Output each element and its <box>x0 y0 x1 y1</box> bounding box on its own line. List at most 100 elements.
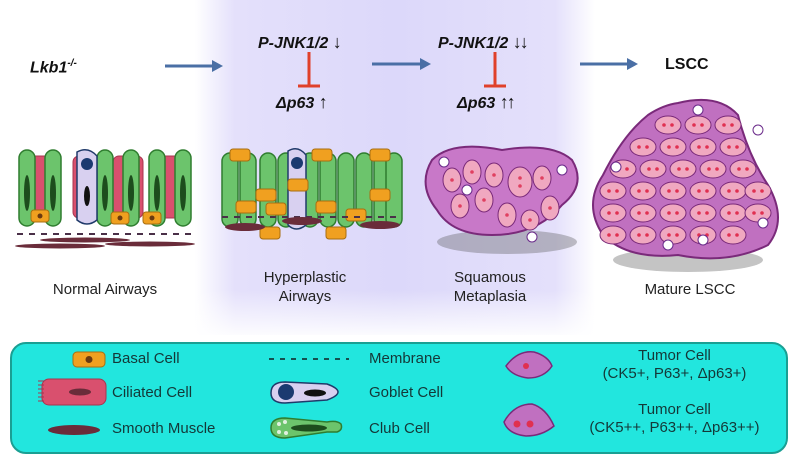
lkb1-text: Lkb1 <box>30 59 68 77</box>
stage-label-hyperplastic-airways: Hyperplastic Airways <box>263 269 347 305</box>
tumor-nucleus <box>645 189 649 193</box>
tumor-nucleus <box>670 123 674 127</box>
tumor-cell <box>629 203 657 223</box>
tumor-nucleus <box>647 167 651 171</box>
tumor-cell <box>719 225 747 245</box>
step1-pjnk: P-JNK1/2 ↓ <box>258 32 342 53</box>
tumor-cell <box>729 159 757 179</box>
tumor-cell <box>689 137 717 157</box>
step2-dp63: Δp63 ↑↑ <box>457 92 516 113</box>
stage-label-normal-airways: Normal Airways <box>52 281 158 298</box>
tumor-nucleus <box>705 211 709 215</box>
tumor-cell <box>629 181 657 201</box>
tumor-cells <box>599 115 772 245</box>
legend-label-club-cell: Club Cell <box>369 420 430 437</box>
immune-cells <box>438 156 568 243</box>
normal-airways-illustration <box>15 149 195 249</box>
legend-label-tumor-cell-single: Tumor Cell (CK5+, P63+, Δp63+) <box>602 347 747 382</box>
tumor-nucleus <box>615 189 619 193</box>
tumor-nucleus <box>707 167 711 171</box>
up-arrow-icon: ↑ <box>318 92 328 112</box>
legend-label-ciliated-cell: Ciliated Cell <box>112 384 193 401</box>
tumor-nucleus <box>722 123 726 127</box>
double-up-arrow-icon: ↑↑ <box>499 92 516 112</box>
tumor-cell <box>744 203 772 223</box>
tumor-nucleus <box>727 189 731 193</box>
tumor-cell <box>599 181 627 201</box>
down-arrow-icon: ↓ <box>332 32 342 52</box>
background-fade <box>195 290 595 340</box>
step1-dp63: Δp63 ↑ <box>276 92 328 113</box>
smooth-muscle-icon <box>48 425 100 435</box>
tumor-nucleus <box>615 233 619 237</box>
tumor-cell <box>714 115 742 135</box>
pathway-arrows <box>165 52 638 88</box>
basal-cell-icon <box>72 351 106 368</box>
legend-icons-col3 <box>503 351 555 437</box>
tumor-cell <box>629 225 657 245</box>
dp63-label: Δp63 <box>457 95 496 112</box>
shadow <box>437 230 577 254</box>
legend-icons-col1 <box>38 351 107 435</box>
tumor-nucleus <box>692 123 696 127</box>
tumor-nucleus <box>727 233 731 237</box>
hyperplastic-airways-illustration <box>221 148 403 240</box>
basal-cells <box>229 148 391 240</box>
tumor-nucleus <box>675 145 679 149</box>
tumor-nucleus <box>655 167 659 171</box>
tumor-cell <box>719 181 747 201</box>
tumor-cell-single-nucleus-icon <box>505 351 553 379</box>
arrow-2 <box>372 58 431 70</box>
tumor-nucleus <box>735 233 739 237</box>
arrow-3 <box>580 58 638 70</box>
tumor-cell <box>699 159 727 179</box>
legend: Basal Cell Ciliated Cell Smooth Muscle M… <box>10 342 788 454</box>
ciliated-cell-icon <box>38 378 107 406</box>
club-cell-icon <box>270 417 343 439</box>
tumor-nucleus <box>667 189 671 193</box>
goblet-nucleus <box>291 157 303 169</box>
smooth-muscle <box>225 217 400 231</box>
tumor-nucleus <box>737 167 741 171</box>
tumor-nucleus <box>730 123 734 127</box>
inhibition-1 <box>298 52 320 88</box>
tumor-nucleus <box>607 233 611 237</box>
tumor-nucleus <box>637 189 641 193</box>
tumor-cell <box>669 159 697 179</box>
tumor-nucleus <box>607 189 611 193</box>
tumor-nucleus <box>697 189 701 193</box>
tumor-nucleus <box>645 145 649 149</box>
tumor-nucleus <box>735 211 739 215</box>
inhibition-2 <box>484 52 506 88</box>
tumor-cells <box>442 159 560 231</box>
step2-pjnk: P-JNK1/2 ↓↓ <box>438 32 529 53</box>
squamous-metaplasia-illustration <box>424 145 579 254</box>
tumor-cell <box>719 137 747 157</box>
legend-label-tumor-cell-double: Tumor Cell (CK5++, P63++, Δp63++) <box>589 401 760 436</box>
smooth-muscle <box>15 237 195 249</box>
tumor-nucleus <box>715 167 719 171</box>
tumor-nucleus <box>667 211 671 215</box>
tumor-cell <box>599 203 627 223</box>
tumor-nucleus <box>760 189 764 193</box>
stage-label-mature-lscc: Mature LSCC <box>644 281 736 298</box>
tumor-cell <box>659 137 687 157</box>
arrow-1 <box>165 60 223 72</box>
tumor-nucleus <box>667 233 671 237</box>
tumor-cell <box>599 225 627 245</box>
goblet-cell-icon <box>270 381 339 404</box>
tumor-nucleus <box>662 123 666 127</box>
stage-label-squamous-metaplasia: Squamous Metaplasia <box>453 269 527 305</box>
tumor-nucleus <box>685 167 689 171</box>
tumor-nucleus <box>615 211 619 215</box>
tumor-cell <box>719 203 747 223</box>
tumor-nucleus <box>752 211 756 215</box>
pjnk-label: P-JNK1/2 <box>438 35 509 52</box>
tumor-cell <box>659 203 687 223</box>
tumor-nucleus <box>727 145 731 149</box>
mature-lscc-illustration <box>592 98 779 272</box>
tumor-cell <box>654 115 682 135</box>
pjnk-label: P-JNK1/2 <box>258 35 329 52</box>
basal-cells <box>30 209 162 225</box>
tumor-nucleus <box>727 211 731 215</box>
